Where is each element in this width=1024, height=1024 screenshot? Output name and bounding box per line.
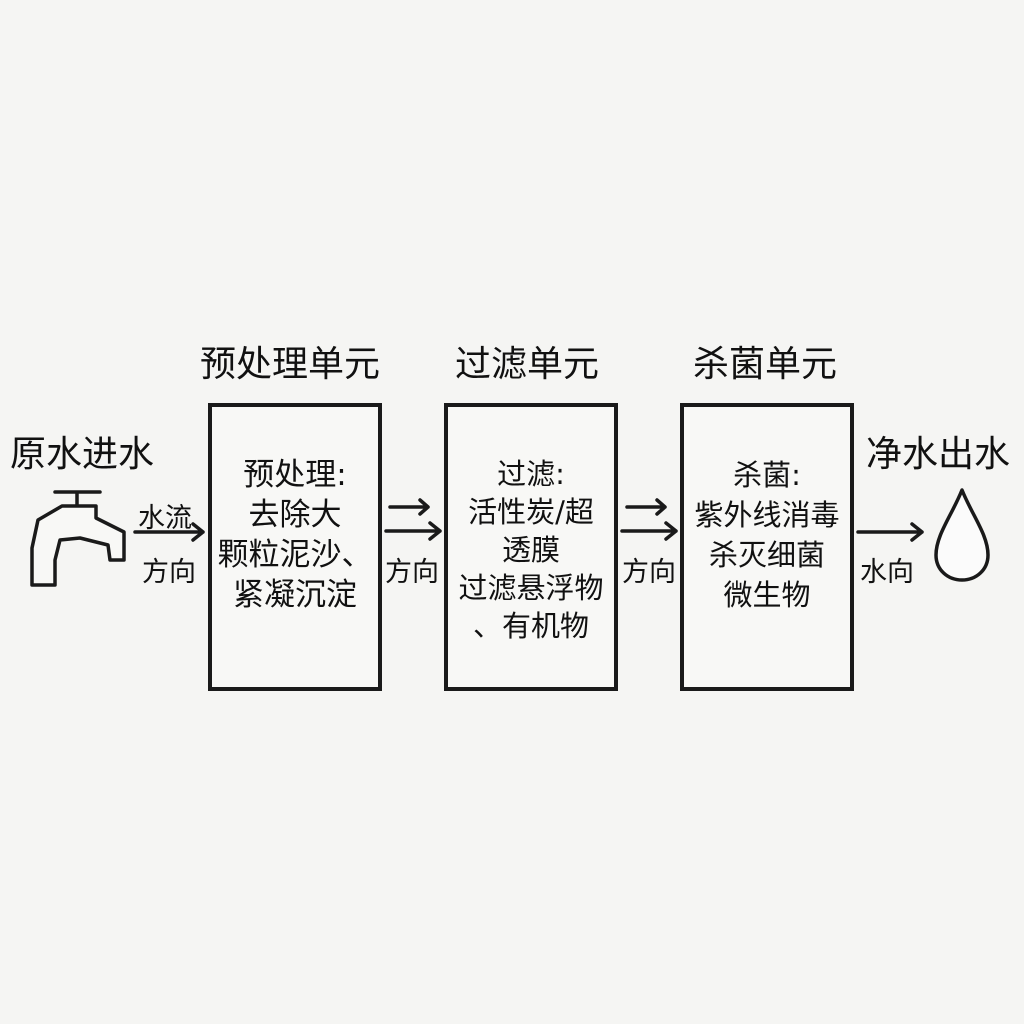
- input-label: 原水进水: [10, 434, 155, 475]
- arrow-output: [856, 522, 924, 542]
- arrow-label-2: 方向: [622, 557, 676, 588]
- arrow-input: [133, 522, 205, 542]
- unit-box-pretreatment: 预处理: 去除大 颗粒泥沙、 紧凝沉淀: [208, 403, 382, 691]
- box-line: 杀灭细菌: [708, 538, 825, 572]
- box-line: 颗粒泥沙、: [217, 537, 373, 573]
- box-line: 过滤:: [497, 457, 565, 491]
- arrow-label-3: 水向: [860, 557, 914, 588]
- box-line: 杀菌:: [733, 458, 801, 492]
- unit-box-sterilization: 杀菌: 紫外线消毒 杀灭细菌 微生物: [680, 403, 854, 691]
- unit-title-filtration: 过滤单元: [455, 344, 600, 385]
- box-line: 活性炭/超: [468, 495, 594, 529]
- arrow-double-1: [384, 498, 442, 541]
- box-line: 预处理:: [243, 457, 347, 493]
- box-line: 去除大: [248, 497, 342, 533]
- box-line: 透膜: [501, 533, 560, 567]
- box-line: 、有机物: [472, 609, 589, 643]
- output-label: 净水出水: [866, 434, 1011, 475]
- unit-title-sterilization: 杀菌单元: [693, 344, 838, 385]
- input-arrow-label-bottom: 方向: [142, 557, 196, 588]
- water-drop-icon: [934, 488, 990, 582]
- box-line: 微生物: [723, 578, 811, 612]
- unit-title-pretreatment: 预处理单元: [200, 344, 381, 385]
- arrow-double-2: [620, 498, 678, 541]
- input-arrow-label-top: 水流: [138, 503, 192, 534]
- box-line: 紧凝沉淀: [233, 577, 357, 613]
- box-line: 紫外线消毒: [694, 498, 840, 532]
- unit-box-filtration: 过滤: 活性炭/超 透膜 过滤悬浮物 、有机物: [444, 403, 618, 691]
- arrow-label-1: 方向: [385, 557, 439, 588]
- faucet-icon: [30, 490, 126, 587]
- box-line: 过滤悬浮物: [458, 571, 604, 605]
